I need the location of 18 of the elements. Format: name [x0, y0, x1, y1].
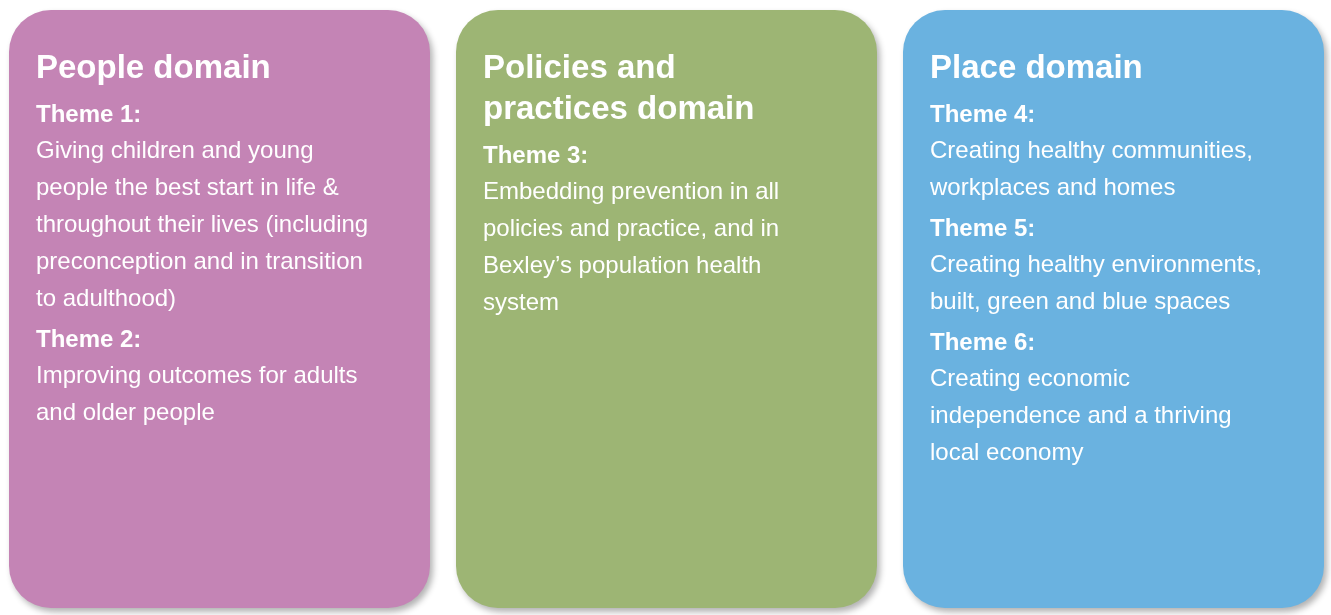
card-heading: People domain [36, 47, 272, 87]
domain-card [903, 10, 1324, 608]
theme-description: Creating economic independence and a thriving local economy [930, 363, 1233, 467]
theme-description: Improving outcomes for adults and older people [36, 360, 359, 427]
theme-label: Theme 5: [930, 213, 1037, 243]
theme-description: Embedding prevention in all policies and practice, and in Bexley’s population health system [483, 176, 781, 317]
domain-card [456, 10, 877, 608]
domain-card [9, 10, 430, 608]
theme-description: Creating healthy environments, built, green and blue spaces [930, 249, 1264, 316]
theme-label: Theme 1: [36, 99, 143, 129]
theme-description: Giving children and young people the best start in life & throughout their lives (including preconception and in transition to adulthood) [36, 135, 370, 313]
card-heading: Policies and practices domain [483, 47, 756, 128]
theme-label: Theme 2: [36, 324, 143, 354]
card-heading: Place domain [930, 47, 1144, 87]
theme-label: Theme 4: [930, 99, 1037, 129]
theme-label: Theme 6: [930, 327, 1037, 357]
theme-label: Theme 3: [483, 140, 590, 170]
theme-description: Creating healthy communities, workplaces and homes [930, 135, 1254, 202]
